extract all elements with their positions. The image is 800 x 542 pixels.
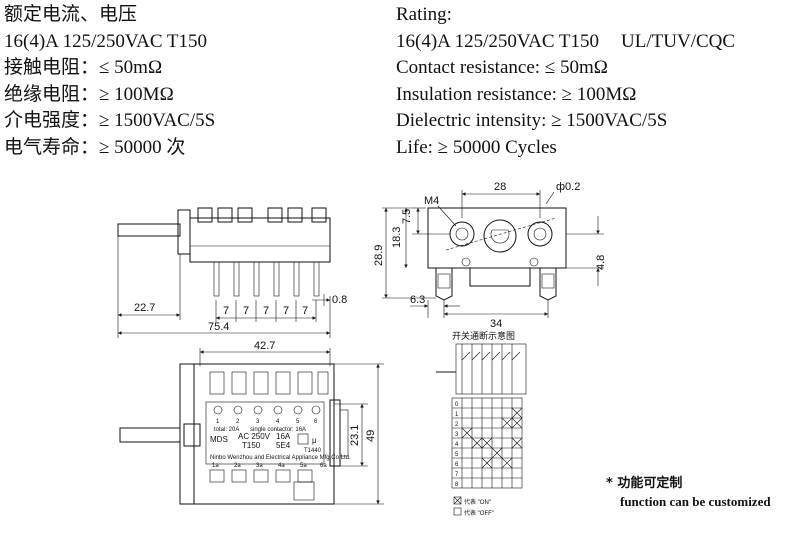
legend-on-icon	[453, 496, 462, 505]
label-rating-1: AC 250V	[238, 432, 271, 441]
screw-hole-right	[527, 221, 553, 247]
svg-text:2a: 2a	[234, 463, 241, 469]
shaft	[117, 223, 181, 237]
switch-body-top	[193, 363, 335, 505]
dim-7-5: 7.5	[401, 209, 413, 224]
spec-cn-contact: 接触电阻：≤ 50mΩ	[4, 57, 163, 78]
dim-6-3: 6.3	[410, 294, 425, 306]
side-view: 7 7 7 7 7 0.8 22.7 75.4	[117, 207, 347, 338]
pitch-4: 7	[283, 305, 289, 317]
front-view: 28 ф0.2 M4 7.5 18.3 28.9 4.8 6.3 34	[373, 181, 607, 330]
pin-thickness: 0.8	[332, 294, 347, 306]
contact-lines	[461, 344, 521, 394]
pitch-1: 7	[223, 305, 229, 317]
svg-text:2: 2	[455, 422, 459, 428]
customize-note-en: function can be customized	[620, 494, 771, 509]
front-body	[427, 207, 567, 269]
body-length: 42.7	[254, 340, 275, 352]
svg-text:0: 0	[455, 402, 459, 408]
spec-chinese: 额定电流、电压 16(4)A 125/250VAC T150 接触电阻：≤ 50…	[4, 2, 215, 161]
svg-text:4a: 4a	[278, 463, 285, 469]
svg-text:3a: 3a	[256, 463, 263, 469]
screw-size: M4	[424, 195, 439, 207]
svg-text:5a: 5a	[300, 463, 307, 469]
top-view: 42.7 1 2 3	[119, 340, 384, 505]
svg-text:6a: 6a	[320, 463, 327, 469]
pitch-2: 7	[243, 305, 249, 317]
svg-text:4: 4	[455, 442, 459, 448]
spec-en-contact: Contact resistance: ≤ 50mΩ	[396, 57, 608, 78]
pin-numbers-bottom: 1a 2a 3a 4a 5a 6a	[212, 463, 327, 469]
terminal-pins	[213, 261, 320, 297]
legend-off: 代表 "OFF"	[464, 509, 494, 517]
spec-en-dielectric: Dielectric intensity: ≥ 1500VAC/5S	[396, 110, 668, 131]
spec-cn-dielectric: 介电强度：≥ 1500VAC/5S	[4, 110, 216, 131]
spec-cn-insulation: 绝缘电阻：≥ 100MΩ	[4, 83, 174, 105]
switch-schematic: 开关通断示意图	[436, 330, 527, 517]
schematic-grid	[451, 397, 523, 489]
cam-tabs	[197, 207, 327, 223]
spec-en-insulation: Insulation resistance: ≥ 100MΩ	[396, 83, 637, 105]
spec-english: Rating: 16(4)A 125/250VAC T150 UL/TUV/CQC…	[396, 2, 735, 161]
svg-text:3: 3	[455, 432, 459, 438]
svg-text:1a: 1a	[212, 463, 219, 469]
label-maker: Ninbo Wenzhou and Electrical Appliance M…	[210, 455, 351, 461]
label-model: MDS	[210, 435, 228, 444]
spec-cn-rating: 16(4)A 125/250VAC T150	[4, 30, 208, 52]
svg-text:6: 6	[314, 419, 318, 425]
label-single: single contactor: 16A	[250, 427, 306, 433]
terminal-screws	[213, 405, 321, 415]
svg-text:7: 7	[455, 472, 459, 478]
label-cycles: 5E4	[276, 441, 291, 450]
svg-text:6: 6	[455, 462, 459, 468]
legend-on: 代表 "ON"	[464, 498, 491, 506]
pitch-5: 7	[302, 305, 308, 317]
legend-off-icon	[453, 507, 462, 516]
customize-note-cn: * 功能可定制	[606, 476, 683, 491]
pin-numbers-top: 1 2 3 4 5 6	[216, 419, 318, 425]
svg-text:5: 5	[296, 419, 300, 425]
dim-23-1: 23.1	[349, 425, 361, 446]
row-numbers: 0 1 2 3 4 5 6 7 8	[455, 402, 459, 488]
svg-text:2: 2	[236, 419, 240, 425]
screw-hole-left	[449, 221, 475, 247]
svg-text:5: 5	[455, 452, 459, 458]
label-mark: μ	[312, 436, 317, 445]
on-cells	[461, 407, 523, 469]
pitch-3: 7	[263, 305, 269, 317]
label-total: total: 20A	[214, 427, 239, 433]
label-current: 16A	[276, 432, 291, 441]
svg-text:8: 8	[455, 482, 459, 488]
spec-en-standards: UL/TUV/CQC	[621, 30, 736, 52]
spec-cn-life: 电气寿命：≥ 50000 次	[4, 136, 186, 158]
front-height: 28.9	[373, 245, 385, 266]
cam-row	[209, 371, 329, 395]
spec-cn-title: 额定电流、电压	[4, 4, 138, 25]
shaft-length: 22.7	[134, 302, 155, 314]
switch-body-side	[189, 217, 331, 263]
base-width: 34	[490, 318, 502, 330]
dim-4-8: 4.8	[595, 255, 607, 270]
svg-text:3: 3	[256, 419, 260, 425]
spec-en-title: Rating:	[396, 4, 452, 25]
top-height: 49	[365, 430, 377, 442]
shaft-circle	[483, 219, 517, 253]
front-width: 28	[494, 181, 506, 193]
label-code: T1440	[304, 448, 322, 454]
label-rating-2: T150	[242, 441, 261, 450]
hole-diameter: ф0.2	[556, 181, 580, 193]
label-plate	[205, 401, 325, 465]
cert-icon	[297, 433, 309, 445]
svg-text:4: 4	[276, 419, 280, 425]
svg-text:1: 1	[455, 412, 459, 418]
spec-en-life: Life: ≥ 50000 Cycles	[396, 136, 557, 158]
bottom-terminals	[209, 469, 315, 501]
total-length: 75.4	[208, 321, 229, 333]
spec-en-rating: 16(4)A 125/250VAC T150	[396, 30, 600, 52]
schematic-title: 开关通断示意图	[452, 330, 515, 341]
dim-18-3: 18.3	[391, 227, 403, 248]
svg-text:1: 1	[216, 419, 220, 425]
